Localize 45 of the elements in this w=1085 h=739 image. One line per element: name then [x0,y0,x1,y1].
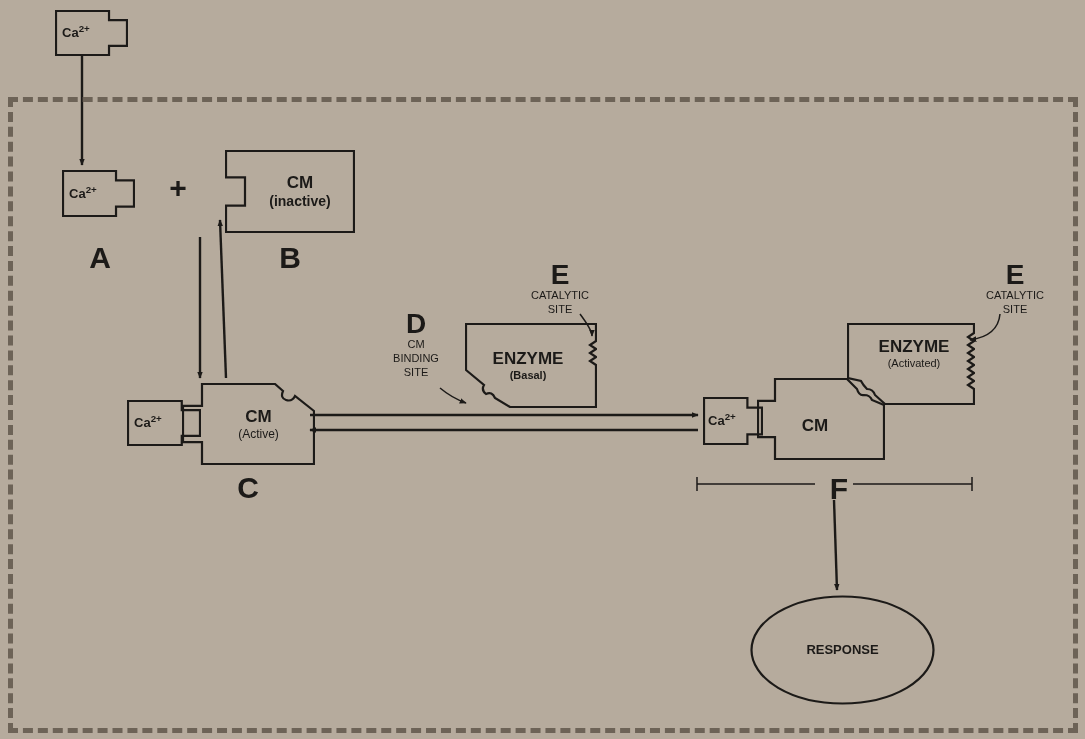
response-ellipse [750,595,935,705]
site-label: CATALYTIC SITE [984,289,1046,317]
enzyme-shape [465,323,597,408]
ion-label: Ca$^{2+}$ [62,23,90,43]
cell-membrane-outline [8,97,1078,733]
calcium-ion-shape [127,400,201,446]
ion-label: Ca$^{2+}$ [69,183,97,203]
arrow [79,56,85,166]
letter-label: C [237,473,259,503]
arrow [217,219,228,379]
protein-label: ENZYME [878,335,950,357]
leader-line [439,387,467,404]
state-label: (inactive) [269,193,331,211]
ion-label: Ca$^{2+}$ [708,411,736,431]
state-label: (Active) [238,427,279,443]
state-label: (Activated) [887,356,941,371]
response-label: RESPONSE [806,641,879,660]
leader-line [579,313,595,337]
letter-label: A [89,243,111,273]
protein-label: ENZYME [492,348,564,370]
arrow [309,427,698,433]
letter-label: D [405,310,427,339]
protein-label: CM [245,405,272,428]
site-label: CATALYTIC SITE [529,289,591,317]
ion-label: Ca$^{2+}$ [134,413,162,433]
state-label: (Basal) [509,369,547,383]
arrow [310,412,699,418]
letter-label: E [1005,261,1025,290]
protein-label: CM [286,172,314,194]
letter-label: B [279,243,301,273]
arrow [197,237,203,379]
calmodulin-shape [757,378,885,460]
calmodulin-shape [182,383,315,465]
calcium-ion-shape [62,170,135,217]
arrow [832,499,840,591]
leader-line [969,313,1001,342]
plus-sign: + [169,173,187,203]
calcium-ion-shape [703,397,763,445]
site-label: CM BINDING SITE [392,338,440,380]
letter-label: E [550,261,570,290]
enzyme-shape [847,323,975,405]
letter-label: F [829,474,849,504]
protein-label: CM [801,415,829,438]
calcium-ion-shape [55,10,128,56]
calmodulin-shape [225,150,355,233]
